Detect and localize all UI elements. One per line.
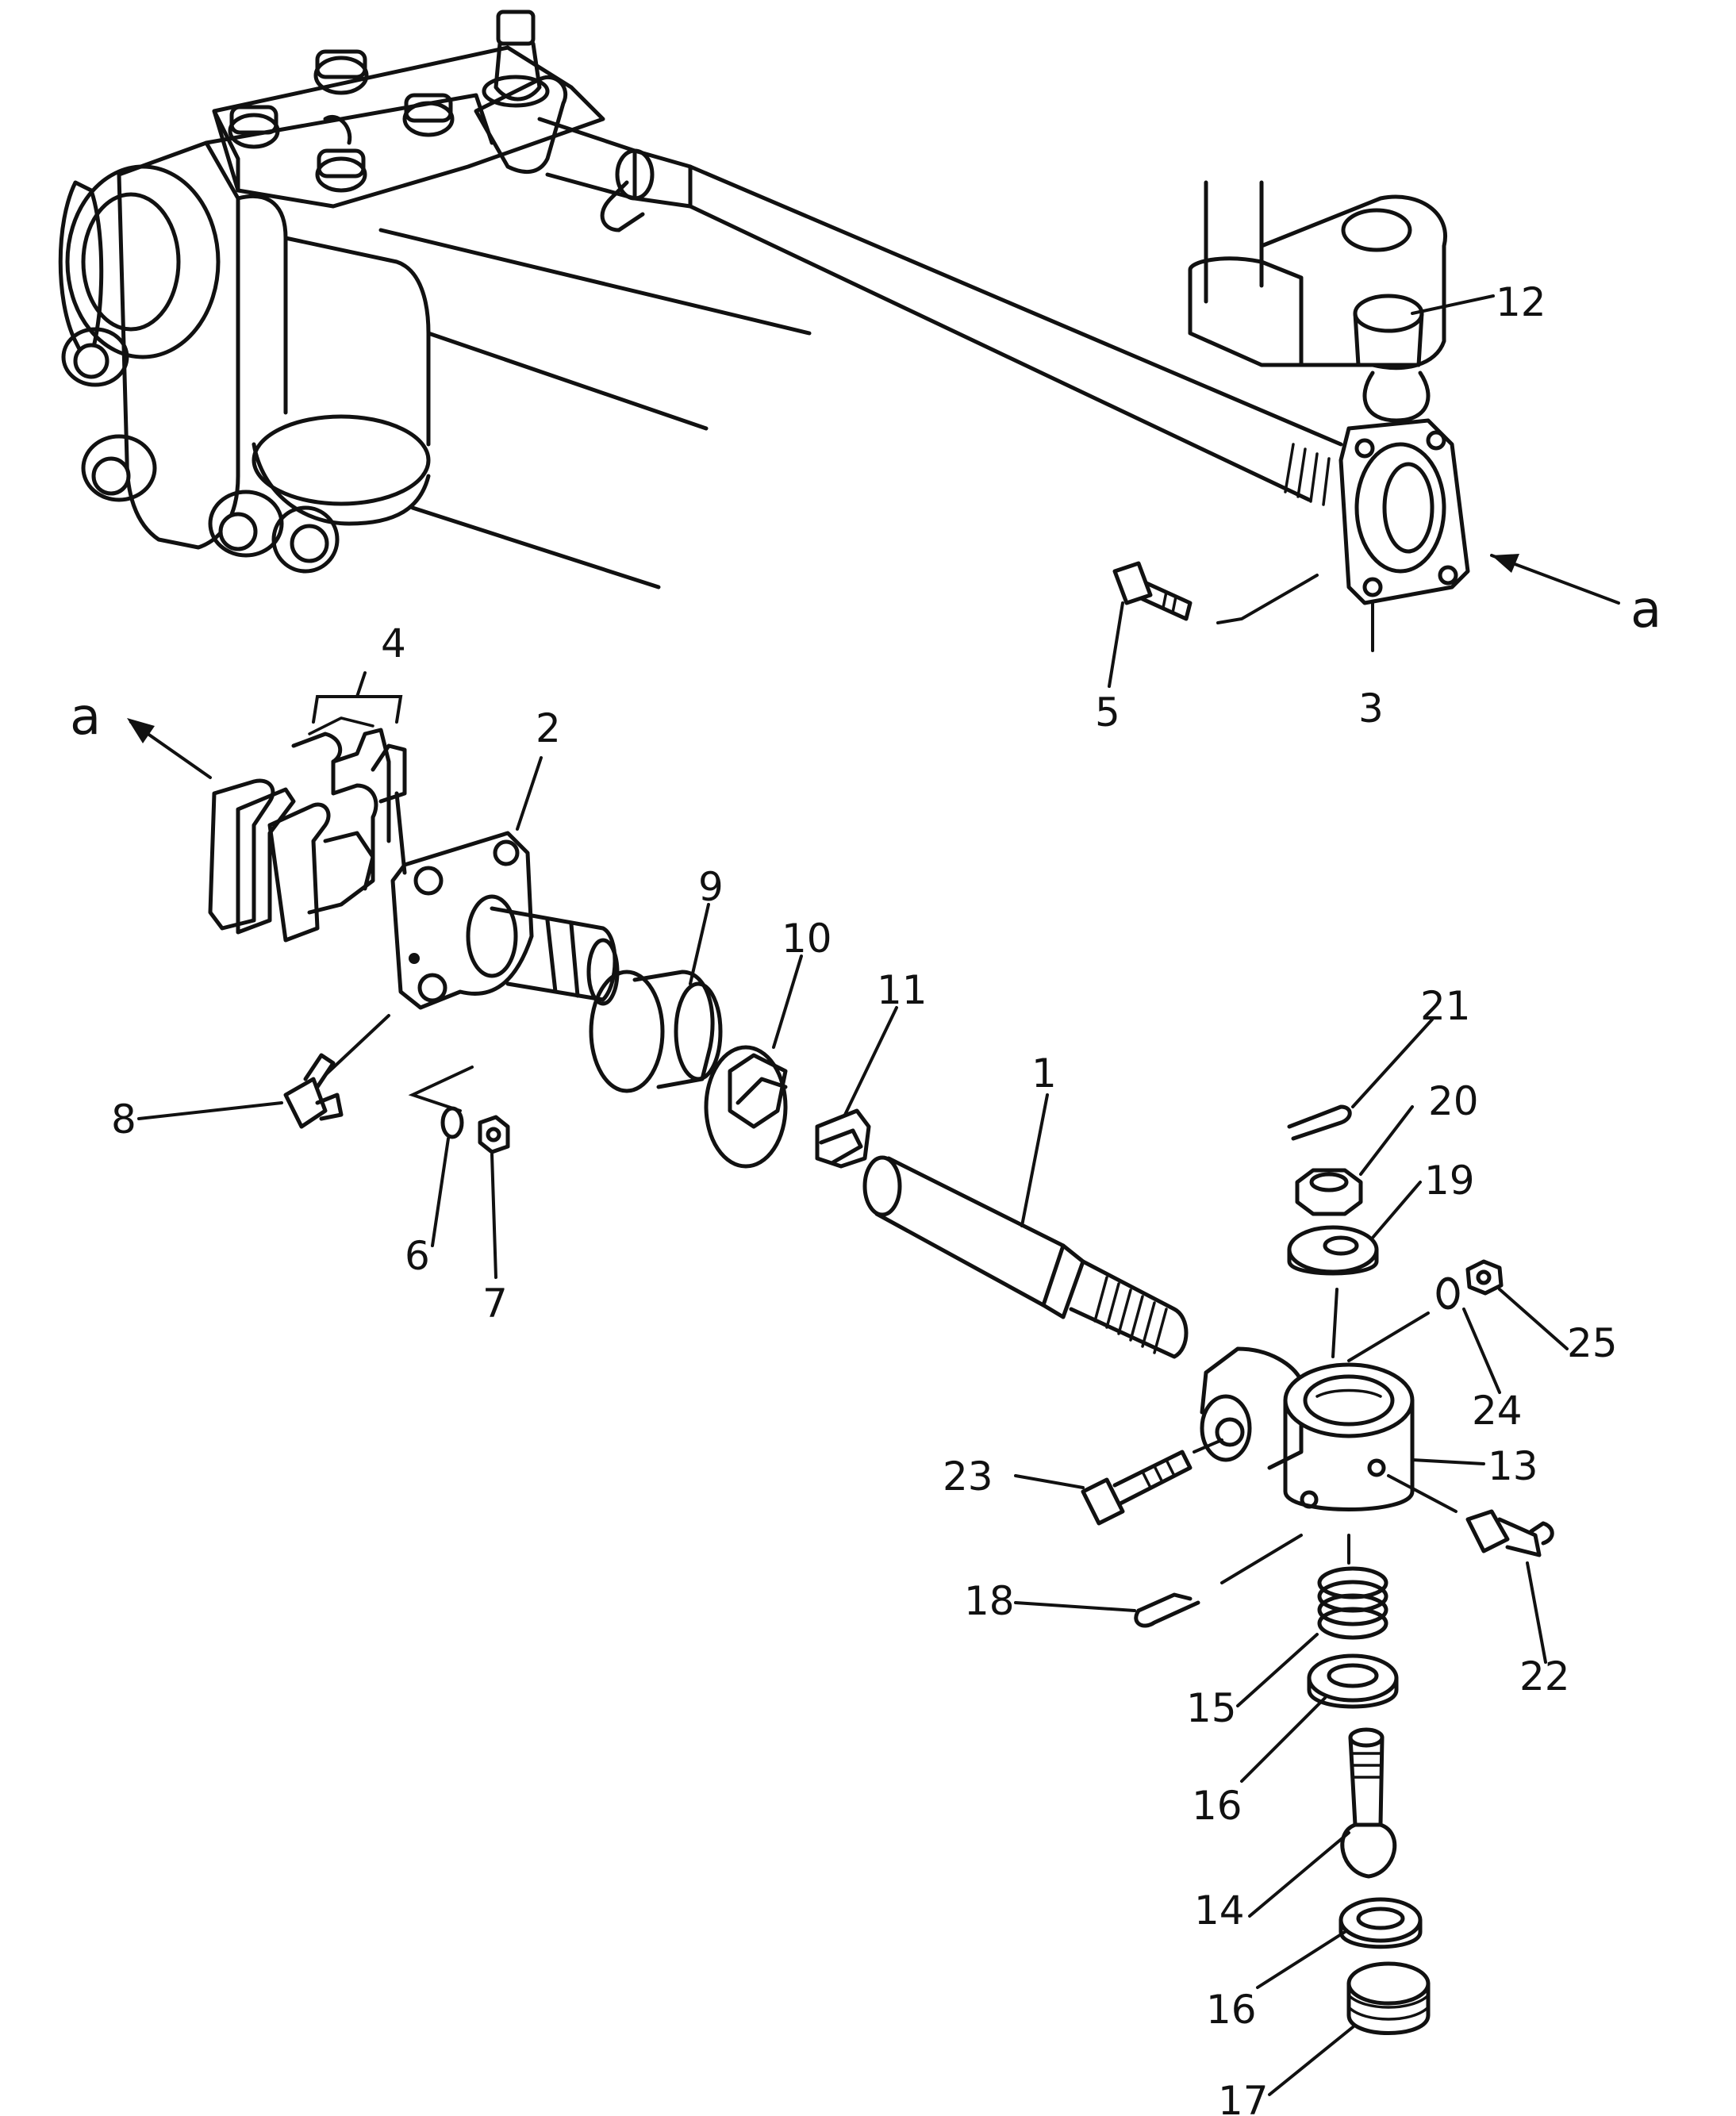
callout-20: 20 [1428, 1078, 1479, 1124]
cotter-pin-part-18 [1134, 1592, 1200, 1628]
callout-3: 3 [1358, 685, 1384, 732]
callout-16-lower: 16 [1206, 1987, 1257, 2033]
callout-10: 10 [782, 916, 832, 962]
castle-nut-part-20 [1295, 1168, 1363, 1216]
seat-part-16-lower [1338, 1897, 1423, 1949]
bolt-part-5 [1112, 561, 1193, 621]
shims-part-4 [208, 716, 407, 943]
callout-24: 24 [1472, 1388, 1523, 1434]
washer-part-19 [1287, 1225, 1379, 1276]
bolt-part-23 [1081, 1450, 1193, 1526]
lock-washer-part-24 [1436, 1277, 1460, 1310]
view-letter-a-left: a [70, 688, 101, 747]
callout-12: 12 [1496, 279, 1546, 325]
tie-rod-end-part-13 [1200, 1346, 1415, 1511]
callout-16-upper: 16 [1192, 1783, 1242, 1829]
callout-11: 11 [877, 967, 928, 1013]
callout-23: 23 [943, 1454, 993, 1500]
callout-numbers: 1 2 3 4 5 6 7 8 9 10 11 12 13 14 15 16 1… [111, 279, 1618, 2116]
knuckle-arm [1188, 180, 1447, 423]
callout-13: 13 [1488, 1443, 1538, 1489]
cotter-pin-part-21 [1287, 1104, 1352, 1141]
callout-5: 5 [1095, 689, 1120, 735]
view-arrow-a-top [1490, 554, 1620, 605]
callout-6: 6 [405, 1233, 430, 1279]
steering-gear-box [58, 10, 812, 589]
callout-leaders [137, 294, 1569, 2096]
tie-rod-assembled [537, 117, 1470, 605]
nut-part-25 [1465, 1259, 1504, 1296]
callout-14: 14 [1194, 1888, 1245, 1934]
callout-21: 21 [1420, 983, 1471, 1029]
callout-8: 8 [111, 1096, 136, 1142]
spring-part-15 [1317, 1566, 1388, 1640]
callout-18: 18 [964, 1578, 1015, 1624]
ball-stud-part-14 [1340, 1727, 1397, 1879]
washer-part-6 [440, 1106, 464, 1139]
callout-15: 15 [1186, 1685, 1237, 1731]
nut-part-7 [478, 1115, 510, 1154]
callout-9: 9 [698, 864, 724, 910]
view-arrow-a-left [127, 718, 212, 779]
callout-7: 7 [482, 1281, 508, 1327]
dust-seal-part-9 [589, 970, 723, 1093]
callout-19: 19 [1424, 1158, 1475, 1204]
clamp-part-10 [704, 1045, 788, 1169]
callout-22: 22 [1519, 1653, 1570, 1699]
flange-part-2 [390, 831, 620, 1010]
callout-2: 2 [536, 705, 561, 751]
clamp-part-11 [815, 1108, 871, 1169]
tie-rod-part-1 [862, 1155, 1189, 1359]
grease-fitting-part-22 [1465, 1509, 1554, 1557]
callout-25: 25 [1567, 1320, 1618, 1366]
callout-4: 4 [381, 620, 406, 666]
seat-part-16-upper [1307, 1653, 1399, 1709]
callout-1: 1 [1031, 1050, 1057, 1096]
callout-17: 17 [1218, 2078, 1269, 2116]
plug-part-17 [1346, 1961, 1431, 2035]
view-letter-a-top: a [1630, 581, 1661, 639]
grease-fitting-part-8 [283, 1014, 390, 1129]
